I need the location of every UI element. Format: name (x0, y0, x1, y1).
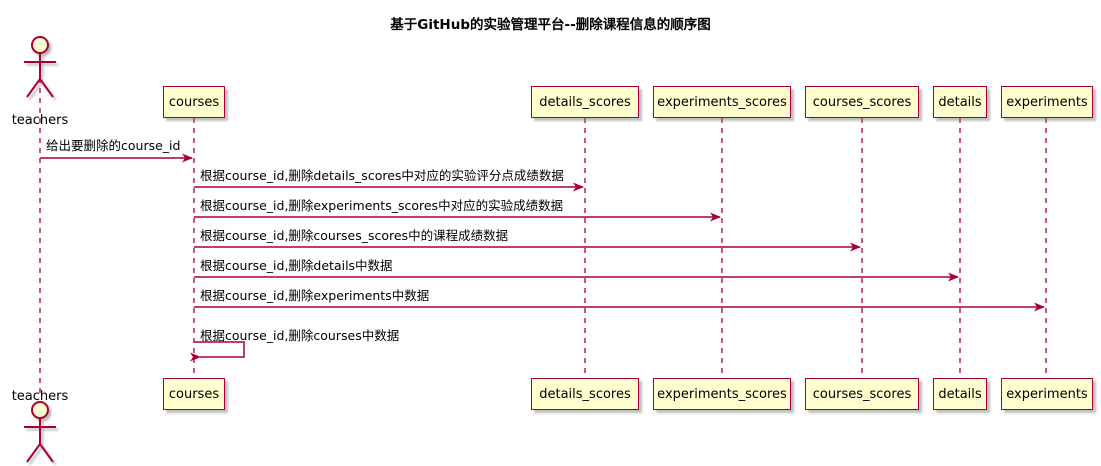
diagram-title: 基于GitHub的实验管理平台--删除课程信息的顺序图 (390, 17, 711, 33)
participant-label: details (938, 386, 982, 402)
participant-box-experiments-top[interactable]: experiments (1001, 86, 1093, 118)
participant-box-details-top[interactable]: details (933, 86, 987, 118)
actor-label-teachers-top: teachers (11, 113, 69, 128)
participant-label: details_scores (539, 386, 631, 402)
message-arrows-group (40, 153, 1045, 362)
actor-figure-teachers-top (24, 36, 56, 98)
actor-figure-teachers-bottom (24, 401, 56, 463)
participant-label: experiments (1006, 94, 1088, 110)
actor-label-teachers-bottom: teachers (11, 389, 69, 404)
participant-label: experiments_scores (657, 94, 787, 110)
participant-box-experiments-bottom[interactable]: experiments (1001, 378, 1093, 410)
participant-box-details-bottom[interactable]: details (933, 378, 987, 410)
message-label-2: 根据course_id,删除details_scores中对应的实验评分点成绩数… (200, 168, 564, 183)
message-label-3: 根据course_id,删除experiments_scores中对应的实验成绩… (200, 198, 564, 213)
participant-label: details (938, 94, 982, 110)
participant-box-details_scores-bottom[interactable]: details_scores (531, 378, 639, 410)
participant-box-courses_scores-top[interactable]: courses_scores (805, 86, 919, 118)
participant-label: details_scores (539, 94, 631, 110)
message-label-7: 根据course_id,删除courses中数据 (200, 328, 400, 343)
self-message-arrow-7 (190, 341, 245, 362)
lifelines-group (39, 58, 1047, 398)
participant-box-courses-bottom[interactable]: courses (163, 378, 225, 410)
actor-glyphs-group (24, 36, 56, 463)
participant-box-details_scores-top[interactable]: details_scores (531, 86, 639, 118)
message-label-6: 根据course_id,删除experiments中数据 (200, 288, 430, 303)
message-label-5: 根据course_id,删除details中数据 (200, 258, 393, 273)
participant-label: experiments (1006, 386, 1088, 402)
participant-label: courses_scores (812, 94, 912, 110)
participant-box-experiments_scores-top[interactable]: experiments_scores (653, 86, 791, 118)
participant-label: courses_scores (812, 386, 912, 402)
participant-box-courses_scores-bottom[interactable]: courses_scores (805, 378, 919, 410)
message-label-4: 根据course_id,删除courses_scores中的课程成绩数据 (200, 228, 509, 243)
participant-label: courses (168, 386, 220, 402)
participant-label: courses (168, 94, 220, 110)
participant-box-experiments_scores-bottom[interactable]: experiments_scores (653, 378, 791, 410)
participant-label: experiments_scores (657, 386, 787, 402)
participant-box-courses-top[interactable]: courses (163, 86, 225, 118)
message-label-1: 给出要删除的course_id (46, 138, 181, 153)
